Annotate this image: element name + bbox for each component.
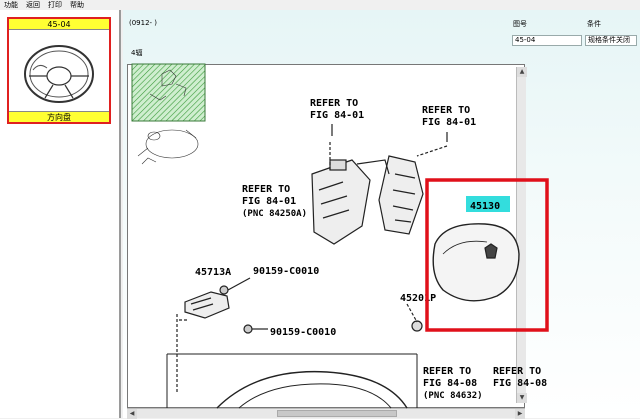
vertical-scrollbar[interactable]: ▲ ▼	[516, 67, 527, 403]
overview-minimap[interactable]	[131, 63, 207, 172]
scroll-right-icon[interactable]: ▶	[515, 409, 525, 419]
refer-to-label: REFER TO	[242, 184, 290, 195]
part-number-45130[interactable]: 45130	[470, 201, 500, 212]
fig-reference-label[interactable]: FIG 84-01	[310, 110, 364, 121]
thumbnail-panel: 45-04 方向盘	[0, 10, 121, 418]
part-number-highlight	[466, 196, 510, 212]
refer-to-label: REFER TO	[493, 366, 541, 377]
menu-back[interactable]: 返回	[26, 1, 40, 9]
menu-bar: 功能 返回 打印 帮助	[0, 0, 640, 10]
thumbnail-code: 45-04	[9, 19, 109, 30]
model-range-text: (0912- )	[129, 19, 158, 27]
condition-field[interactable]: 规格条件关闭	[585, 35, 637, 46]
steering-wheel-thumbnail-image	[24, 45, 94, 103]
thumbnail-caption: 方向盘	[9, 111, 109, 122]
fig-no-field[interactable]: 45-04	[512, 35, 582, 46]
fig-reference-label[interactable]: FIG 84-01	[422, 117, 476, 128]
scroll-up-icon[interactable]: ▲	[517, 67, 527, 77]
refer-to-label: REFER TO	[310, 98, 358, 109]
fig-no-label: 图号	[513, 20, 527, 28]
pnc-label: (PNC 84250A)	[242, 209, 307, 219]
part-number-45201p[interactable]: 45201P	[400, 293, 436, 304]
part-highlight-box	[425, 178, 549, 332]
fig-reference-label[interactable]: FIG 84-08	[423, 378, 477, 389]
part-number-45713a[interactable]: 45713A	[195, 267, 231, 278]
steering-wheel-exploded-diagram: REFER TO FIG 84-01 REFER TO FIG 84-01 RE…	[166, 98, 549, 409]
thumbnail-card-steering-wheel[interactable]: 45-04 方向盘	[7, 17, 111, 124]
scroll-left-icon[interactable]: ◀	[127, 409, 137, 419]
parts-linework	[166, 124, 520, 409]
menu-print[interactable]: 打印	[48, 1, 62, 9]
part-number-90159-c0010[interactable]: 90159-C0010	[253, 266, 319, 277]
refer-to-label: REFER TO	[422, 105, 470, 116]
pnc-label: (PNC 84632)	[423, 391, 483, 401]
fig-reference-label[interactable]: FIG 84-01	[242, 196, 296, 207]
menu-function[interactable]: 功能	[4, 1, 18, 9]
horizontal-scroll-thumb[interactable]	[277, 410, 397, 417]
scroll-down-icon[interactable]: ▼	[517, 393, 527, 403]
part-number-90159-c0010[interactable]: 90159-C0010	[270, 327, 336, 338]
fig-reference-label[interactable]: FIG 84-08	[493, 378, 547, 389]
section-label: 4辐	[131, 49, 143, 57]
horizontal-scrollbar[interactable]: ◀ ▶	[127, 408, 525, 419]
condition-label: 条件	[587, 20, 601, 28]
refer-to-label: REFER TO	[423, 366, 471, 377]
menu-help[interactable]: 帮助	[70, 1, 84, 9]
